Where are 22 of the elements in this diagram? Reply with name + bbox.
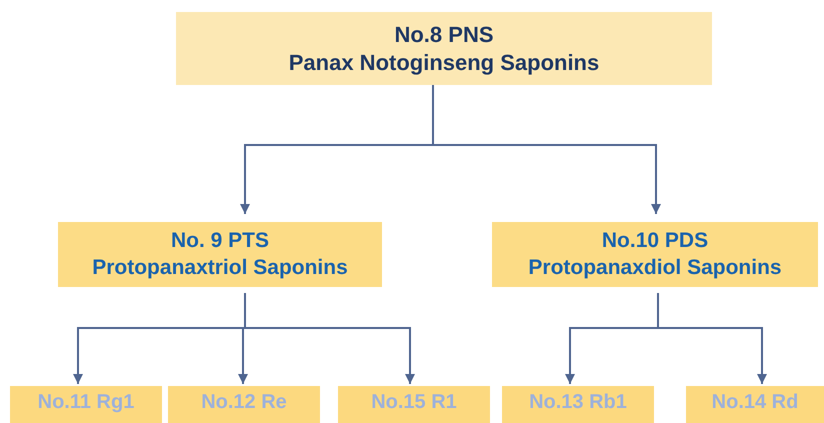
box-label: No.14 Rd: [712, 390, 798, 415]
box-heading: No.8 PNS: [394, 21, 494, 48]
category-box: [338, 386, 490, 423]
category-box: [502, 386, 654, 423]
category-box: [58, 222, 382, 287]
arrow: [657, 293, 767, 384]
box-label: Panax Notoginseng Saponins: [288, 48, 600, 76]
category-box: [168, 386, 320, 423]
box-label: Protopanaxtriol Saponins: [92, 254, 348, 280]
box-label: No.15 R1: [371, 390, 457, 415]
box-heading: No. 9 PTS: [170, 228, 270, 254]
box-label: No.12 Re: [201, 390, 287, 415]
category-box: [492, 222, 818, 287]
box-label: Protopanaxdiol Saponins: [528, 254, 782, 280]
category-box: [176, 12, 712, 85]
arrow: [244, 293, 415, 384]
box-label: No.13 Rb1: [529, 390, 627, 415]
category-box: [686, 386, 824, 423]
box-heading: No.10 PDS: [602, 228, 708, 254]
box-label: No.11 Rg1: [38, 390, 134, 415]
arrow: [432, 85, 661, 214]
category-box: [10, 386, 162, 423]
